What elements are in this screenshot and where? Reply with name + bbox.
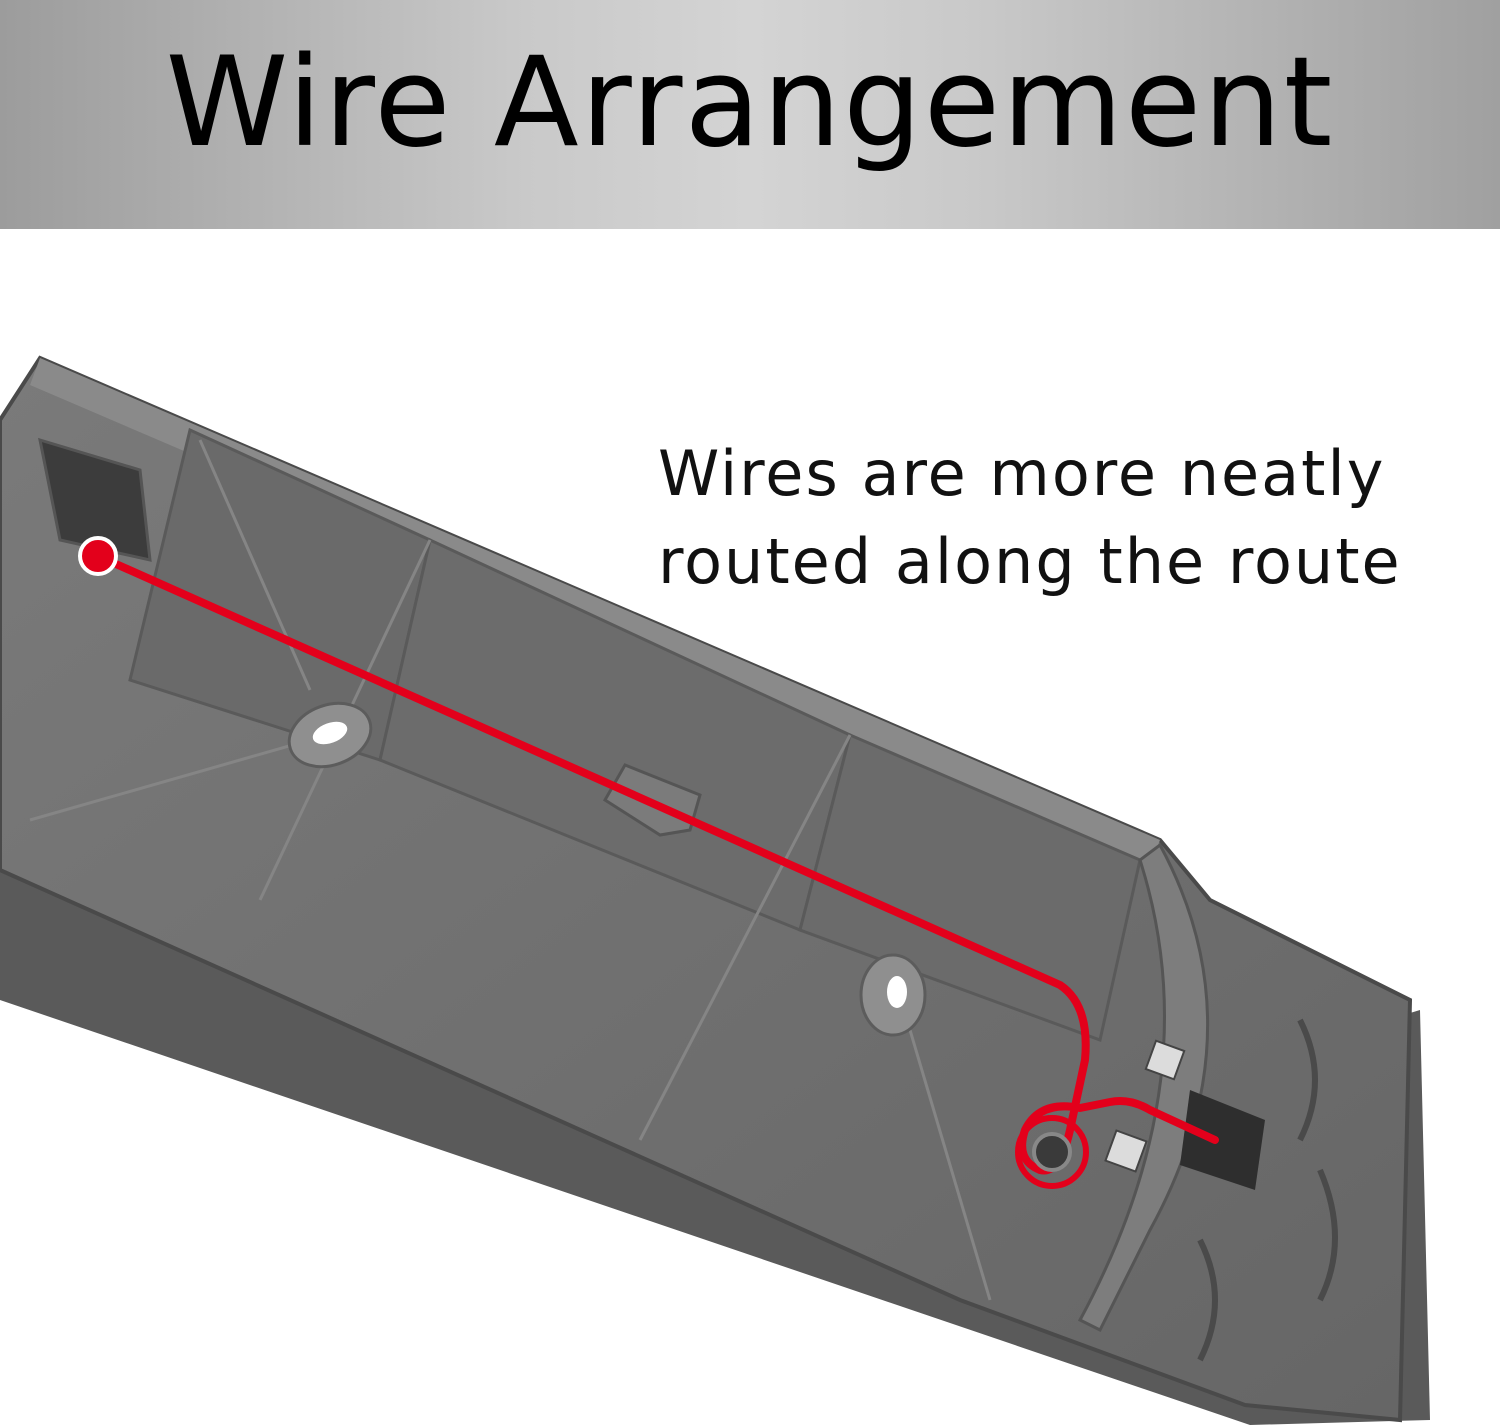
wire-route	[94, 552, 1219, 1175]
screw-hole-1	[287, 701, 373, 769]
left-socket	[38, 437, 152, 562]
curved-guard	[1077, 842, 1210, 1333]
caption-line-2: routed along the route	[658, 525, 1402, 598]
caption-line-1: Wires are more neatly	[658, 437, 1386, 510]
red-dot-icon	[78, 536, 118, 576]
screw-hole-2	[859, 953, 927, 1037]
caption: Wires are more neatly routed along the r…	[658, 430, 1478, 606]
inner-panel-3	[798, 732, 1142, 1042]
terminal-ring	[1015, 1115, 1089, 1189]
header-band	[0, 0, 1500, 229]
page-title: Wire Arrangement	[165, 31, 1335, 175]
right-connector	[1180, 1090, 1265, 1190]
